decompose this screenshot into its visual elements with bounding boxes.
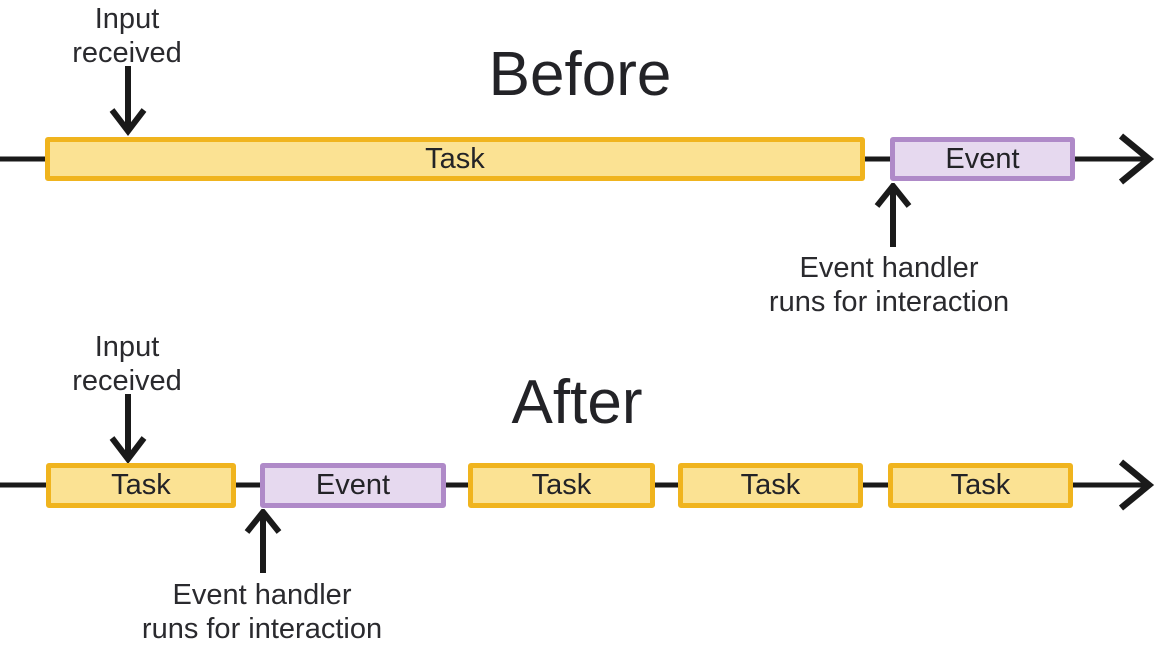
event-handler-label-before: Event handler runs for interaction <box>739 251 1039 319</box>
event-bar: Event <box>890 137 1075 181</box>
event-handler-line1: Event handler <box>172 579 352 611</box>
input-received-line2: received <box>72 37 182 69</box>
task-bar: Task <box>468 463 655 508</box>
event-handler-line2: runs for interaction <box>768 286 1010 318</box>
event-handler-line1: Event handler <box>799 252 979 284</box>
up-arrow-icon <box>874 183 912 247</box>
input-received-label-after: Input received <box>0 330 277 398</box>
task-bar: Task <box>45 137 865 181</box>
input-received-line2: received <box>72 365 182 397</box>
down-arrow-icon <box>109 66 147 136</box>
task-bar: Task <box>888 463 1073 508</box>
after-title: After <box>511 368 643 437</box>
up-arrow-icon <box>244 509 282 573</box>
input-received-line1: Input <box>94 331 160 363</box>
event-handler-line2: runs for interaction <box>141 613 383 645</box>
input-received-label-before: Input received <box>0 2 277 70</box>
task-bar: Task <box>678 463 863 508</box>
before-title: Before <box>488 40 672 109</box>
event-handler-label-after: Event handler runs for interaction <box>112 578 412 646</box>
event-bar: Event <box>260 463 446 508</box>
task-bar: Task <box>46 463 236 508</box>
input-received-line1: Input <box>94 3 160 35</box>
down-arrow-icon <box>109 394 147 464</box>
